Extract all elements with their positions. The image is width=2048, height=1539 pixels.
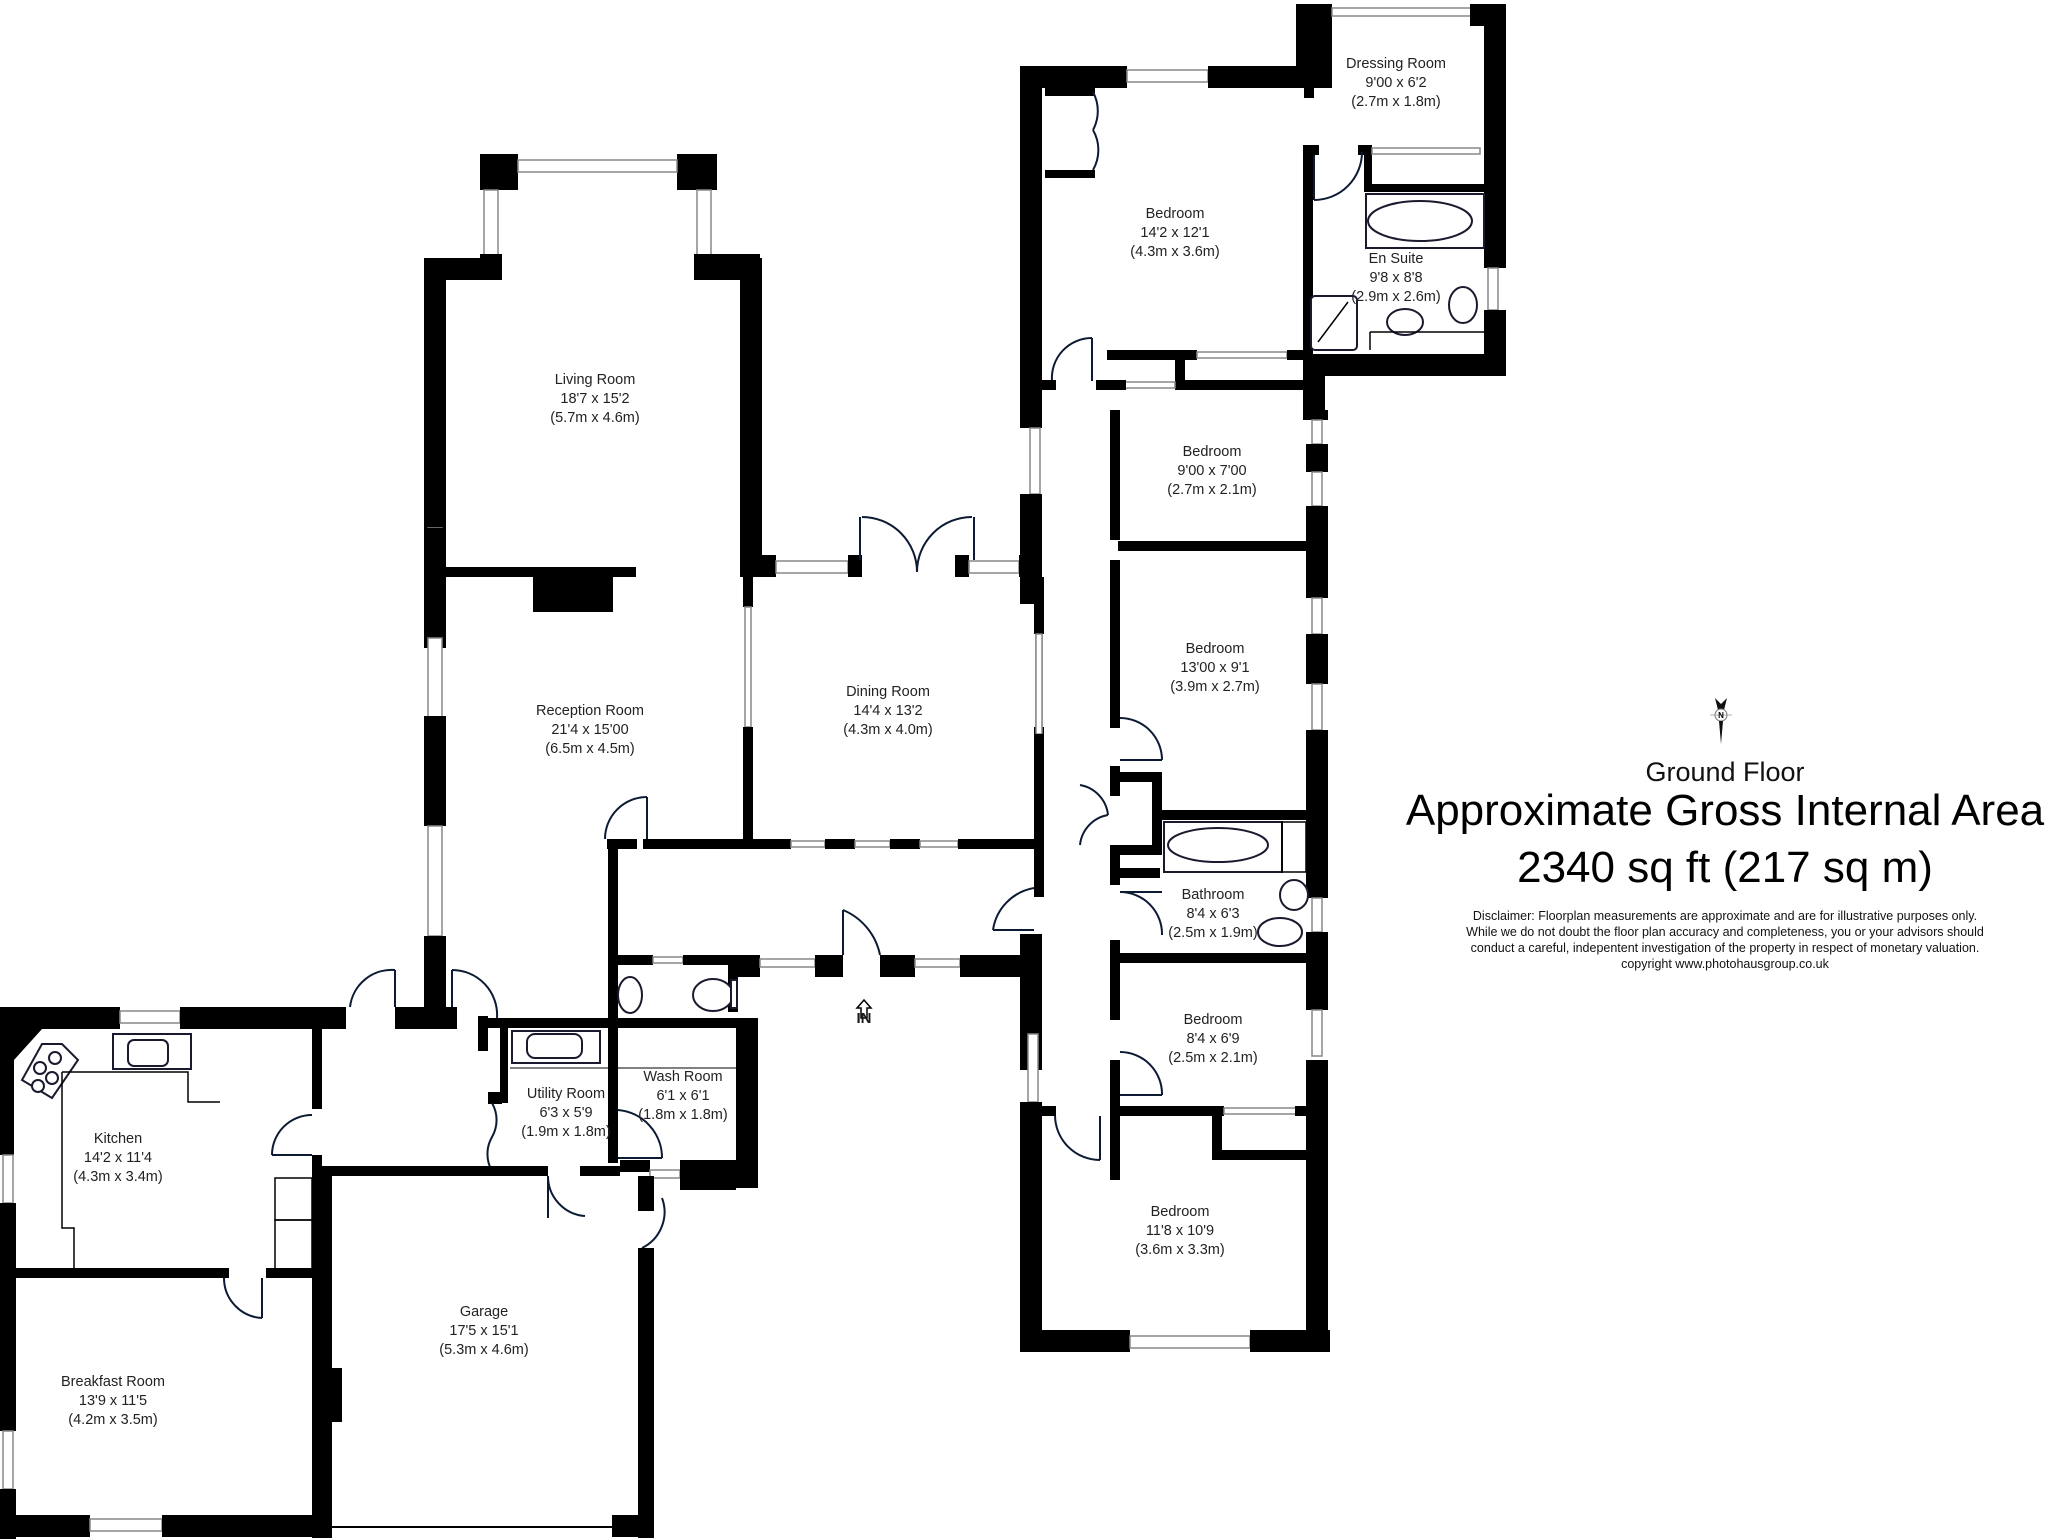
disclaimer-line: conduct a careful, indepentent investiga… [1470,941,1980,955]
svg-text:N: N [1718,711,1724,720]
room-metric: (3.9m x 2.7m) [1170,679,1260,695]
entrance-arrow-icon [855,998,873,1019]
kitchen-walls [0,1007,620,1319]
room-name: Utility Room [526,1086,606,1102]
room-garage: Garage 17'5 x 15'1 (5.3m x 4.6m) [439,1303,528,1360]
room-name: Bedroom [1183,1012,1243,1028]
room-bedroom-3: Bedroom 13'00 x 9'1 (3.9m x 2.7m) [1170,640,1259,697]
room-name: Dressing Room [1346,56,1446,72]
room-imperial: 6'3 x 5'9 [539,1105,593,1121]
east-bedrooms-walls [1042,410,1328,1161]
utility-washroom-walls [478,1015,758,1190]
room-en-suite: En Suite 9'8 x 8'8 (2.9m x 2.6m) [1351,250,1440,307]
disclaimer-line: Disclaimer: Floorplan measurements are a… [1472,909,1978,923]
room-dining-room: Dining Room 14'4 x 13'2 (4.3m x 4.0m) [843,683,932,740]
room-name: Garage [459,1304,509,1320]
floor-name: Ground Floor [1645,757,1805,787]
room-name: Bedroom [1145,206,1205,222]
room-imperial: 9'8 x 8'8 [1369,270,1423,286]
room-imperial: 8'4 x 6'3 [1186,906,1240,922]
room-bedroom-5: Bedroom 11'8 x 10'9 (3.6m x 3.3m) [1135,1203,1224,1260]
room-breakfast-room: Breakfast Room 13'9 x 11'5 (4.2m x 3.5m) [61,1373,165,1430]
room-master-bedroom: Bedroom 14'2 x 12'1 (4.3m x 3.6m) [1130,205,1219,262]
room-imperial: 11'8 x 10'9 [1145,1223,1215,1239]
room-dressing-room: Dressing Room 9'00 x 6'2 (2.7m x 1.8m) [1346,55,1446,112]
living-reception-walls [424,154,776,1026]
room-name: Reception Room [536,703,644,719]
room-imperial: 13'00 x 9'1 [1180,660,1250,676]
room-imperial: 14'2 x 12'1 [1140,225,1210,241]
room-metric: (4.2m x 3.5m) [68,1412,158,1428]
room-name: Kitchen [93,1131,143,1147]
room-imperial: 14'4 x 13'2 [853,703,923,719]
room-imperial: 18'7 x 15'2 [560,391,630,407]
room-metric: (1.8m x 1.8m) [638,1107,728,1123]
area-title: Approximate Gross Internal Area [1405,786,2045,835]
room-name: Bathroom [1181,887,1245,903]
room-bathroom: Bathroom 8'4 x 6'3 (2.5m x 1.9m) [1168,886,1257,943]
room-reception-room: Reception Room 21'4 x 15'00 (6.5m x 4.5m… [536,702,644,759]
entrance-label: IN [856,1010,872,1027]
area-value: 2340 sq ft (217 sq m) [1517,843,1933,892]
room-metric: (6.5m x 4.5m) [545,741,635,757]
room-name: Bedroom [1182,444,1242,460]
room-bedroom-2: Bedroom 9'00 x 7'00 (2.7m x 2.1m) [1167,443,1256,500]
room-name: Wash Room [643,1069,723,1085]
room-metric: (4.3m x 3.4m) [73,1169,163,1185]
disclaimer-line: While we do not doubt the floor plan acc… [1466,925,1984,939]
room-name: Bedroom [1150,1204,1210,1220]
copyright-line: copyright www.photohausgroup.co.uk [1621,957,1829,971]
breakfast-walls [0,1273,322,1539]
room-name: En Suite [1368,251,1424,267]
room-wash-room: Wash Room 6'1 x 6'1 (1.8m x 1.8m) [638,1068,727,1125]
disclaimer: Disclaimer: Floorplan measurements are a… [1420,908,2030,972]
room-name: Breakfast Room [61,1374,165,1390]
garage-walls [232,1166,666,1538]
room-metric: (2.5m x 2.1m) [1168,1050,1258,1066]
inner-hall [322,936,499,1029]
master-suite-walls [1025,4,1506,420]
room-imperial: 8'4 x 6'9 [1186,1031,1240,1047]
room-imperial: 13'9 x 11'5 [78,1393,148,1409]
north-compass-icon: N [1710,698,1732,744]
room-name: Dining Room [846,684,930,700]
dining-walls [604,516,1044,897]
room-imperial: 21'4 x 15'00 [551,722,629,738]
room-utility-room: Utility Room 6'3 x 5'9 (1.9m x 1.8m) [521,1085,610,1142]
room-imperial: 9'00 x 6'2 [1365,75,1427,91]
room-kitchen: Kitchen 14'2 x 11'4 (4.3m x 3.4m) [73,1130,162,1187]
room-metric: (4.3m x 3.6m) [1130,244,1220,260]
room-metric: (5.7m x 4.6m) [550,410,640,426]
room-metric: (5.3m x 4.6m) [439,1342,529,1358]
room-bedroom-4: Bedroom 8'4 x 6'9 (2.5m x 2.1m) [1168,1011,1257,1068]
corridor-walls [1020,66,1330,1352]
room-imperial: 9'00 x 7'00 [1177,463,1247,479]
room-imperial: 6'1 x 6'1 [656,1088,710,1104]
room-metric: (1.9m x 1.8m) [521,1124,611,1140]
hall-wc [608,955,738,1015]
hall-walls [608,842,1042,1070]
room-metric: (2.7m x 1.8m) [1351,94,1441,110]
room-metric: (3.6m x 3.3m) [1135,1242,1225,1258]
room-living-room: Living Room 18'7 x 15'2 (5.7m x 4.6m) [550,371,639,428]
room-imperial: 14'2 x 11'4 [83,1150,153,1166]
room-metric: (4.3m x 4.0m) [843,722,933,738]
room-metric: (2.5m x 1.9m) [1168,925,1258,941]
room-name: Living Room [554,372,636,388]
room-metric: (2.7m x 2.1m) [1167,482,1257,498]
room-metric: (2.9m x 2.6m) [1351,289,1441,305]
room-imperial: 17'5 x 15'1 [449,1323,519,1339]
room-name: Bedroom [1185,641,1245,657]
